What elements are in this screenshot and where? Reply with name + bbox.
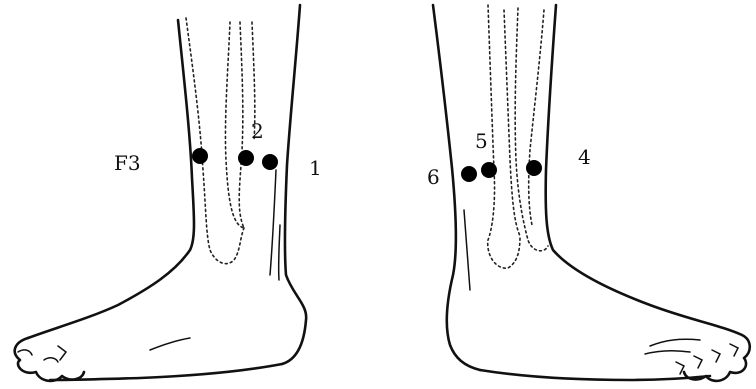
left-toe-nail-1 <box>18 350 32 355</box>
left-leg-front-outline <box>282 5 306 364</box>
acupoint-1 <box>262 154 278 170</box>
right-toe-nail-1 <box>730 344 738 356</box>
left-toe-nail-3 <box>58 346 66 360</box>
right-toe-line-2 <box>645 351 690 354</box>
label-6: 6 <box>427 165 440 189</box>
acupoint-2 <box>238 150 254 166</box>
right-toe-nail-2 <box>712 350 720 362</box>
label-f3: F3 <box>114 151 141 175</box>
label-2: 2 <box>251 119 264 143</box>
right-foot-toes <box>684 335 750 381</box>
left-foot-crease <box>150 338 190 350</box>
acupoint-f3 <box>192 148 208 164</box>
right-foot-drawing: 6 5 4 <box>427 5 750 381</box>
right-leg-back-outline <box>433 5 480 370</box>
label-1: 1 <box>309 156 322 180</box>
label-5: 5 <box>475 129 488 153</box>
left-bone-outline-3 <box>239 22 244 228</box>
left-foot-drawing: F3 2 1 <box>15 5 322 381</box>
label-4: 4 <box>578 145 591 169</box>
right-toe-line-1 <box>650 339 700 346</box>
left-leg-back-outline <box>28 20 194 338</box>
right-leg-front-outline <box>546 5 742 335</box>
right-tendon-line <box>464 210 470 290</box>
left-toe-nail-2 <box>44 358 58 362</box>
right-bone-outline-2 <box>504 10 520 236</box>
left-foot-toes <box>15 338 84 381</box>
right-toe-nail-3 <box>694 356 702 368</box>
acupoint-6 <box>461 166 477 182</box>
acupoint-4 <box>526 160 542 176</box>
left-tendon-line-2 <box>279 225 280 280</box>
right-bone-outline-1 <box>488 5 520 268</box>
right-foot-sole <box>480 370 710 380</box>
left-tendon-line <box>270 170 276 275</box>
right-bone-outline-4 <box>529 10 544 225</box>
acupoint-5 <box>481 162 497 178</box>
